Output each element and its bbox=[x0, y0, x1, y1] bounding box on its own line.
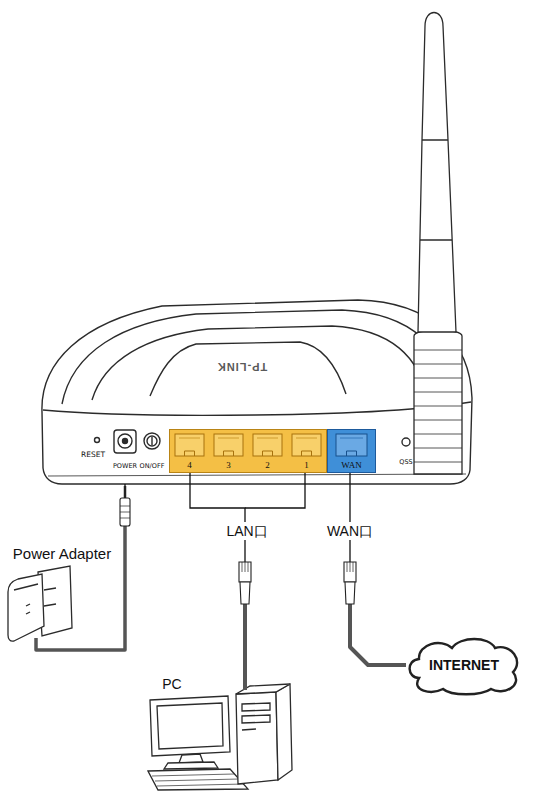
monitor bbox=[150, 696, 230, 756]
router-body: 4321LAN口WANWAN口TP-LINK bbox=[30, 0, 490, 484]
port-opening bbox=[292, 434, 321, 456]
pc: PC bbox=[145, 676, 295, 788]
pc-illustration bbox=[148, 684, 292, 790]
router-shell bbox=[42, 300, 472, 484]
power-jack bbox=[114, 430, 136, 453]
monitor-stand bbox=[179, 754, 203, 763]
port-notch bbox=[347, 451, 357, 456]
internet-cloud: INTERNET bbox=[405, 634, 523, 696]
power-plug bbox=[120, 486, 130, 526]
tower-drives bbox=[242, 703, 270, 730]
tower-side bbox=[276, 684, 292, 780]
power-switch-inner bbox=[147, 436, 157, 446]
power-switch bbox=[144, 433, 160, 449]
lan-bracket bbox=[245, 472, 305, 508]
port-contacts bbox=[340, 438, 363, 439]
tower-front bbox=[236, 692, 278, 784]
antenna-mast bbox=[418, 13, 456, 333]
reset-hole bbox=[95, 438, 100, 443]
port-notch bbox=[302, 451, 312, 456]
port-contacts bbox=[179, 438, 200, 439]
cable-connector bbox=[36, 484, 125, 650]
port-number: 2 bbox=[265, 461, 270, 470]
plug-body bbox=[239, 562, 251, 582]
wan-port: WANWAN口 bbox=[328, 430, 375, 472]
power-adapter: Power Adapter bbox=[4, 560, 76, 642]
rj45-plug bbox=[239, 562, 251, 604]
port-contacts bbox=[296, 438, 317, 439]
lan-port: 1 bbox=[287, 430, 326, 472]
power-cable bbox=[36, 526, 125, 650]
power-jack-ring bbox=[118, 434, 132, 448]
port-name: WAN bbox=[341, 461, 362, 470]
power-jack-pin bbox=[123, 439, 128, 444]
adapter-prong bbox=[44, 588, 56, 606]
power-adapter-illustration bbox=[8, 566, 72, 641]
antenna-ribs bbox=[414, 350, 462, 462]
cables bbox=[36, 526, 406, 690]
plug-boot bbox=[240, 582, 250, 604]
monitor-screen bbox=[157, 703, 223, 749]
lan-cable bbox=[243, 604, 247, 690]
port-number: 3 bbox=[226, 461, 231, 470]
port-notch bbox=[185, 451, 195, 456]
adapter-body bbox=[8, 574, 44, 641]
plug-grip bbox=[120, 506, 130, 518]
port-number: 1 bbox=[304, 461, 309, 470]
adapter-detail bbox=[14, 584, 38, 614]
antenna-base bbox=[414, 330, 462, 474]
keyboard-keys bbox=[152, 774, 244, 786]
lan-port-group: 4321LAN口 bbox=[170, 430, 326, 472]
shell-ridge bbox=[92, 326, 426, 400]
plug-contacts bbox=[347, 562, 353, 572]
base-line bbox=[48, 474, 466, 476]
top-panel bbox=[150, 342, 346, 396]
plug-body bbox=[344, 562, 356, 582]
rj45-plug bbox=[344, 562, 356, 604]
port-opening bbox=[214, 434, 243, 456]
port-label: WAN口 bbox=[325, 522, 375, 540]
device-label: PC bbox=[162, 677, 181, 691]
cloud-label: INTERNET bbox=[429, 658, 499, 672]
device-label: Power Adapter bbox=[13, 546, 111, 561]
antenna-joint bbox=[420, 140, 452, 240]
router-illustration bbox=[42, 300, 472, 484]
router-brand: TP-LINK bbox=[217, 361, 267, 372]
port-notch bbox=[263, 451, 273, 456]
port-opening bbox=[175, 434, 204, 456]
shell-ridge bbox=[62, 310, 452, 404]
monitor-base bbox=[164, 762, 218, 769]
lan-port: 3 bbox=[209, 430, 248, 472]
plug-pin bbox=[124, 486, 127, 498]
port-opening bbox=[336, 434, 367, 456]
port-opening bbox=[253, 434, 282, 456]
antenna bbox=[414, 13, 462, 475]
keyboard bbox=[148, 769, 248, 790]
wan-cable bbox=[350, 604, 406, 665]
plug-boot bbox=[345, 582, 355, 604]
lan-port: 4 bbox=[170, 430, 209, 472]
cloud-shape bbox=[410, 639, 517, 694]
qss-button bbox=[402, 438, 410, 446]
back-face-edge bbox=[43, 402, 471, 415]
power-switch-mark bbox=[151, 437, 152, 445]
tower-top bbox=[236, 684, 290, 694]
plug-contacts bbox=[242, 562, 248, 572]
bracket-line bbox=[245, 472, 305, 508]
port-notch bbox=[224, 451, 234, 456]
port-number: 4 bbox=[187, 461, 192, 470]
port-contacts bbox=[257, 438, 278, 439]
cable-connector bbox=[350, 472, 405, 665]
lan-port: 2 bbox=[248, 430, 287, 472]
port-label: LAN口 bbox=[224, 522, 269, 540]
port-contacts bbox=[218, 438, 239, 439]
cable-connector bbox=[190, 472, 245, 676]
plug-barrel bbox=[120, 498, 130, 526]
